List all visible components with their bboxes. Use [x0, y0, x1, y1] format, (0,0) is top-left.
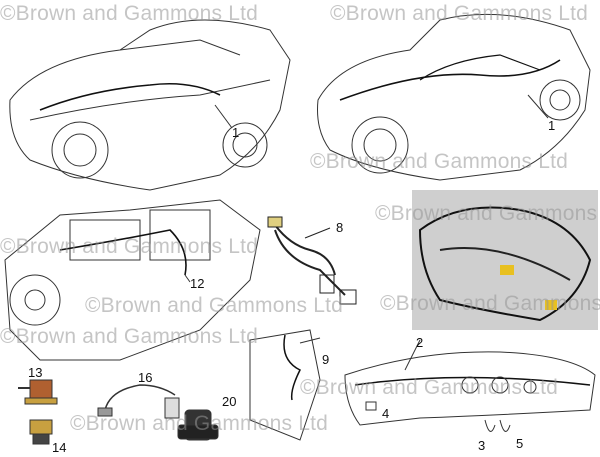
callout-4: 4 [382, 406, 390, 421]
watermark: ©Brown and Gammons Ltd [70, 412, 328, 435]
callout-9: 9 [322, 352, 330, 367]
watermark: ©Brown and Gammons Ltd [300, 376, 558, 399]
switch-13-illustration [18, 379, 58, 405]
callout-1-right: 1 [548, 118, 556, 133]
link-harness-illustration [267, 216, 357, 305]
watermark: ©Brown and Gammons Ltd [380, 292, 600, 315]
bracket-illustration [249, 329, 321, 441]
engine-illustration [4, 199, 261, 361]
watermark: ©Brown and Gammons Ltd [330, 2, 588, 25]
callout-13: 13 [28, 365, 43, 380]
callout-20: 20 [222, 394, 237, 409]
callout-14: 14 [52, 440, 67, 455]
callout-5: 5 [516, 436, 524, 451]
switch-14-illustration [29, 419, 53, 445]
watermark: ©Brown and Gammons Ltd [85, 294, 343, 317]
callout-2: 2 [416, 335, 424, 350]
callout-12: 12 [190, 276, 205, 291]
watermark: ©Brown and Gammons Ltd [0, 325, 258, 348]
sensor-16-illustration [97, 384, 180, 419]
watermark: ©Brown and Gammons Ltd [310, 150, 568, 173]
watermark: ©Brown and Gammons Ltd [0, 2, 258, 25]
callout-1-left: 1 [232, 125, 240, 140]
car-left-illustration [9, 19, 291, 191]
sensor-20-illustration [177, 409, 219, 441]
callout-3: 3 [478, 438, 486, 453]
callout-16: 16 [138, 370, 153, 385]
dashboard-illustration [344, 339, 596, 432]
dash-harness-photo [412, 190, 598, 330]
watermark: ©Brown and Gammons Ltd [375, 202, 600, 225]
watermark: ©Brown and Gammons Ltd [0, 235, 258, 258]
car-right-illustration [317, 13, 591, 181]
callout-8: 8 [336, 220, 344, 235]
